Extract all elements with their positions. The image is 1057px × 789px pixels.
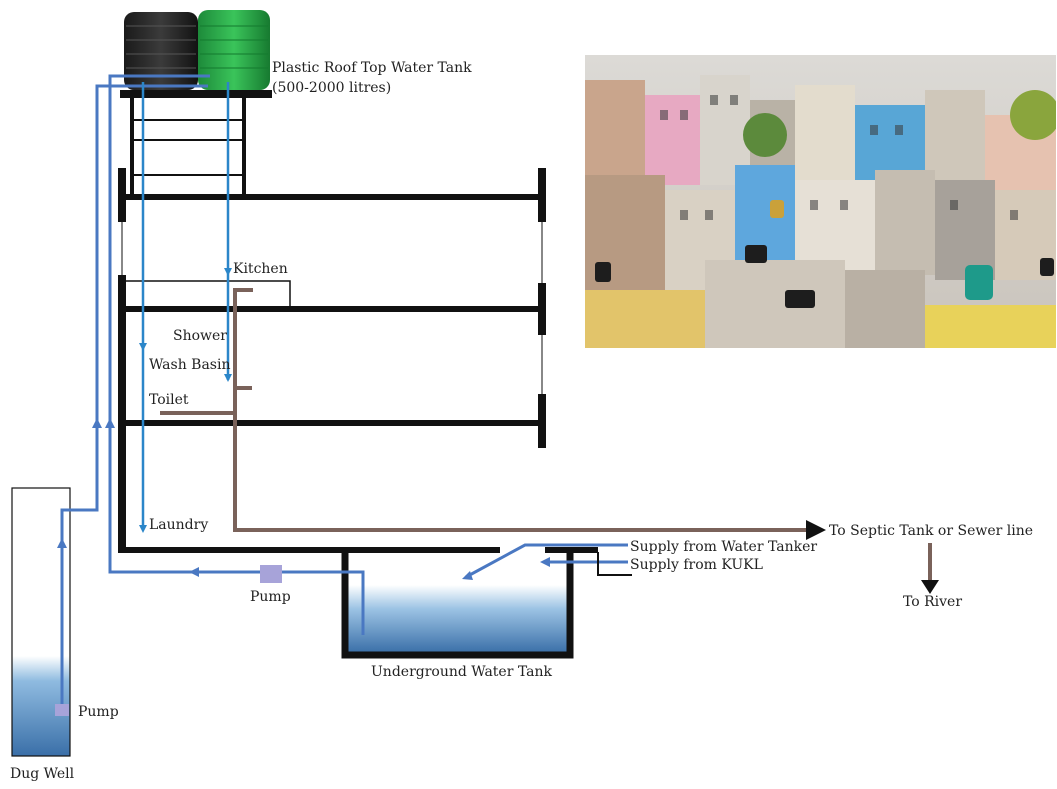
underground-water-tank [341, 552, 574, 659]
dug-well-label: Dug Well [10, 766, 75, 782]
pump-label: Pump [250, 589, 291, 605]
to-river-label: To River [903, 594, 962, 610]
underground-tank-label: Underground Water Tank [371, 664, 552, 680]
wash-basin-label: Wash Basin [149, 357, 230, 373]
to-septic-label: To Septic Tank or Sewer line [829, 523, 1033, 539]
roof-tank-label: Plastic Roof Top Water Tank [272, 60, 472, 76]
drain-lines [160, 288, 932, 584]
shower-label: Shower [173, 328, 227, 344]
external-supply-pipes [597, 552, 632, 576]
well-pump-label: Pump [78, 704, 119, 720]
kitchen-label: Kitchen [233, 261, 288, 277]
river-arrow-head [921, 580, 939, 594]
city-rooftops-photo [585, 55, 1056, 348]
flow-arrows [57, 418, 550, 580]
pumped-water-lines [60, 74, 628, 712]
well-pump-icon [55, 704, 69, 716]
pump-icon [260, 565, 282, 583]
tank-stand [130, 98, 246, 196]
roof-tank-capacity-label: (500-2000 litres) [272, 80, 391, 96]
drain-arrow-head [806, 520, 826, 540]
black-water-tank [124, 12, 198, 90]
laundry-label: Laundry [149, 517, 208, 533]
supply-lines [141, 82, 230, 530]
building-structure [118, 168, 598, 553]
green-water-tank [198, 10, 270, 90]
roof-top-tanks [120, 10, 272, 98]
toilet-label: Toilet [149, 392, 189, 408]
supply-tanker-label: Supply from Water Tanker [630, 539, 817, 555]
supply-kukl-label: Supply from KUKL [630, 557, 763, 573]
